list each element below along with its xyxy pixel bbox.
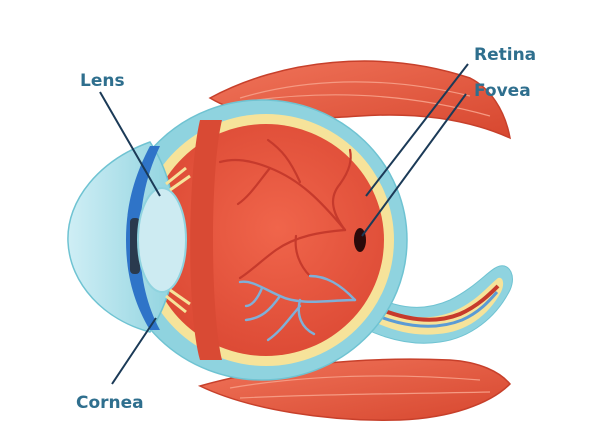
retinal-blood-vessels-red	[218, 138, 352, 280]
label-cornea: Cornea	[76, 393, 144, 413]
label-retina: Retina	[474, 45, 536, 65]
retinal-blood-vessels-blue	[238, 274, 357, 342]
label-lens: Lens	[80, 71, 125, 91]
fovea-leader-line	[361, 93, 467, 237]
lens-shape	[137, 187, 187, 293]
retina-leader-line	[365, 63, 469, 197]
lens-leader-line	[99, 91, 161, 197]
iris-shape	[126, 146, 160, 330]
cornea-leader-line	[111, 317, 157, 385]
section-cut-face	[190, 120, 222, 360]
label-fovea: Fovea	[474, 81, 531, 101]
leader-lines	[99, 63, 469, 385]
ciliary-fibers	[165, 166, 191, 314]
